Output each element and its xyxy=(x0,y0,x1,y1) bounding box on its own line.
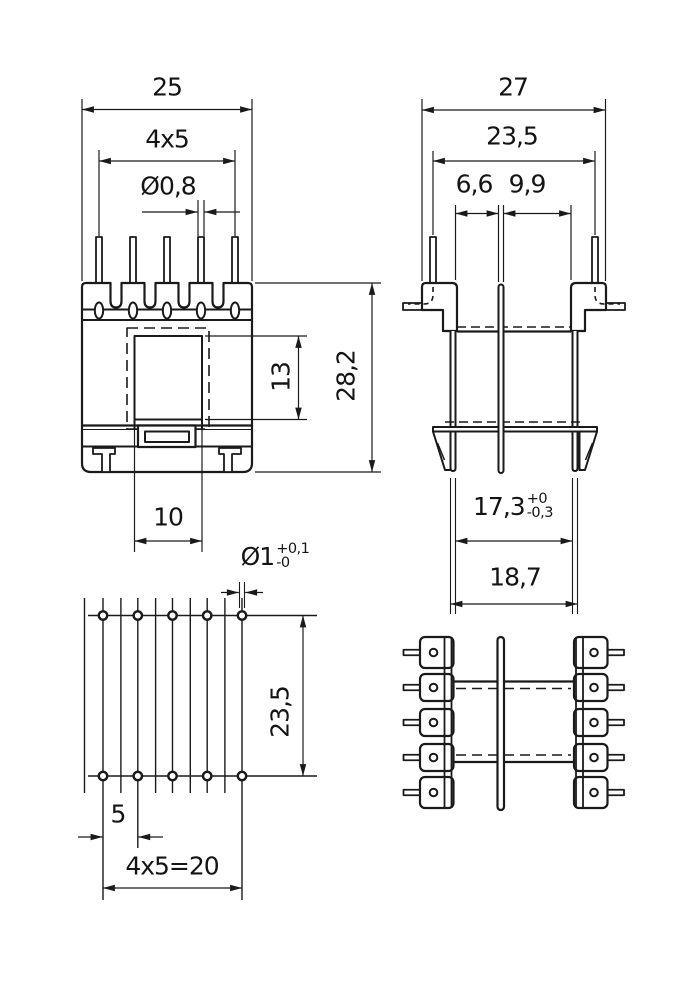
dim-footprint-pitch: 5 xyxy=(110,799,127,829)
front-pins xyxy=(95,236,239,285)
dim-front-pin-diameter: Ø0,8 xyxy=(140,171,196,201)
dim-front-window-height: 13 xyxy=(266,362,296,392)
side-tube-wall-right xyxy=(571,331,579,472)
footprint-pin-holes xyxy=(97,610,248,782)
dim-side-flange-span: 18,7 xyxy=(489,562,542,592)
dim-side-chamber-1: 6,6 xyxy=(455,169,494,199)
front-base-boss-inner xyxy=(144,430,190,443)
front-pin-slot-holes xyxy=(93,301,241,320)
tolerance-upper: +0,1 xyxy=(276,541,310,557)
dim-footprint-hole-diameter: Ø1+0,1-0 xyxy=(240,541,310,571)
tolerance-upper: +0 xyxy=(526,491,548,507)
dim-footprint-total-pitch: 4x5=20 xyxy=(125,851,219,881)
front-view-geometry xyxy=(80,236,254,474)
dim-footprint-row-spacing: 23,5 xyxy=(265,686,295,738)
side-view-dimensions xyxy=(421,99,607,614)
top-view-pin-headers xyxy=(418,635,609,810)
front-foot-slot-left xyxy=(92,447,116,473)
side-bent-pin-hidden-right xyxy=(594,287,620,305)
top-view-pin-holes xyxy=(428,647,599,798)
dim-side-chamber-2: 9,9 xyxy=(508,169,547,199)
front-foot-slot-right xyxy=(218,447,242,473)
dim-side-overall-width: 27 xyxy=(498,72,529,102)
side-center-divider xyxy=(497,283,505,474)
dim-front-overall-width: 25 xyxy=(152,72,183,102)
side-hook-right xyxy=(578,430,598,471)
top-view-center-divider xyxy=(496,635,506,812)
dim-side-core-window: 17,3+0-0,3 xyxy=(473,491,554,521)
side-flange-left xyxy=(420,281,459,333)
front-winding-window xyxy=(133,335,203,421)
top-view-geometry xyxy=(402,635,625,812)
footprint-view-dimensions xyxy=(78,582,307,892)
tolerance-lower: -0 xyxy=(276,555,290,571)
tolerance-lower: -0,3 xyxy=(526,505,554,521)
footprint-view-geometry xyxy=(83,598,317,900)
dim-front-overall-height: 28,2 xyxy=(331,350,361,402)
side-view-geometry xyxy=(402,236,626,474)
side-hook-left xyxy=(432,430,452,471)
side-flange-right xyxy=(569,281,608,333)
dim-side-pin-row-span: 23,5 xyxy=(486,121,539,151)
front-view-dimensions xyxy=(81,99,381,552)
dim-front-window-width: 10 xyxy=(153,502,184,532)
front-base-boss-outer xyxy=(136,424,197,449)
side-bottom-flange xyxy=(432,426,598,433)
dim-front-pin-pitch: 4x5 xyxy=(145,124,190,154)
side-bent-pin-hidden-left xyxy=(408,287,434,305)
